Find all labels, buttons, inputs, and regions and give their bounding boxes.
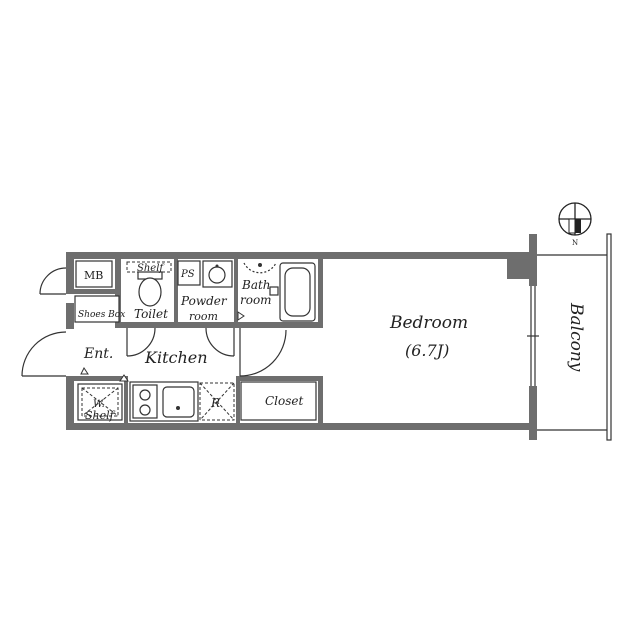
label-shelf: Shelf	[137, 263, 165, 274]
interior-walls	[74, 252, 323, 423]
step-marker-icon	[80, 367, 89, 375]
mb-box	[75, 260, 113, 288]
door-toilet[interactable]	[126, 327, 156, 357]
kitchen-counter	[129, 381, 199, 422]
label-entrance: Ent.	[83, 346, 113, 362]
label-closet: Closet	[265, 394, 304, 408]
closet-box	[240, 381, 317, 421]
label-mb: MB	[84, 269, 103, 282]
shoes-box	[74, 295, 120, 323]
exterior-walls	[66, 234, 537, 440]
label-toilet: Toilet	[134, 307, 168, 321]
refrigerator-space	[199, 382, 235, 421]
w-shelf-box	[77, 383, 123, 421]
label-ps: PS	[180, 269, 195, 280]
label-powder: Powder	[180, 294, 228, 308]
label-w: W.	[93, 399, 105, 410]
balcony-area	[537, 233, 612, 441]
toilet-icon	[126, 261, 172, 307]
bath-step-icon	[237, 311, 245, 321]
stove-burner-icon	[139, 404, 151, 416]
door-bedroom[interactable]	[239, 328, 287, 377]
label-shoes-box: Shoes Box	[78, 310, 125, 320]
north-label: N	[572, 239, 578, 247]
label-bedroom: Bedroom	[389, 313, 468, 333]
label-powder-room: room	[189, 310, 218, 323]
ent-step-icon	[119, 374, 129, 382]
north-compass-icon	[558, 202, 592, 236]
label-bath-room: room	[240, 293, 272, 307]
label-bath: Bath	[241, 278, 271, 292]
shower-icon	[243, 262, 277, 274]
washbasin-icon	[202, 260, 233, 288]
door-mb	[39, 267, 67, 295]
bathtub-icon	[279, 262, 316, 322]
door-entrance[interactable]	[21, 331, 67, 377]
label-refrigerator: R	[210, 396, 220, 410]
stove-burner-icon	[139, 389, 151, 401]
ps-box	[177, 260, 201, 286]
label-bedroom-size: (6.7J)	[405, 341, 449, 360]
label-w-shelf: Shelf	[85, 409, 116, 422]
kitchen-sink-icon	[162, 386, 195, 418]
label-kitchen: Kitchen	[144, 348, 208, 367]
balcony-window	[527, 286, 539, 386]
label-balcony: Balcony	[566, 302, 586, 372]
bath-control-icon	[269, 286, 279, 296]
door-powder[interactable]	[205, 327, 235, 357]
